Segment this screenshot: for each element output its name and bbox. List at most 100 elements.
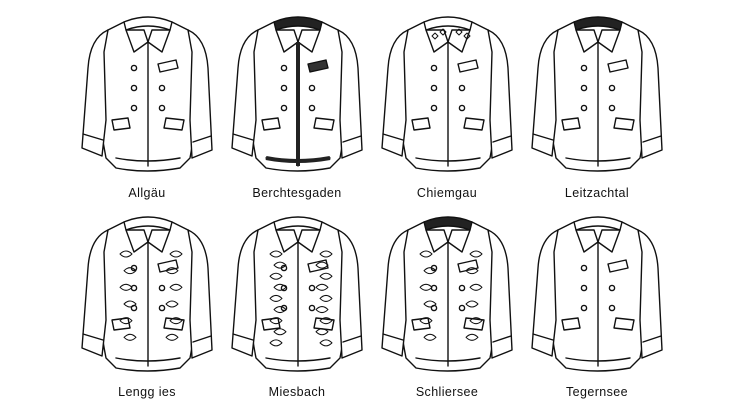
edelweiss-motif [439,28,447,36]
embroidery-motif [123,300,137,308]
left-cuff-seam [82,133,104,141]
button [430,104,438,112]
button [308,284,316,292]
embroidery-motif [423,333,437,341]
embroidery-motif [319,250,333,258]
button [608,284,616,292]
jacket-drawing-tegernsee [531,216,663,372]
button [458,84,466,92]
hem-line [565,157,631,162]
embroidery-motif [269,250,283,258]
left-sleeve [531,29,559,157]
left-cuff-seam [532,133,554,141]
button [130,84,138,92]
breast-pocket [607,259,629,273]
left-pocket [561,317,581,331]
embroidery-motif [269,272,283,280]
embroidery-motif [119,250,133,258]
left-cuff-seam [382,333,404,341]
jacket-drawing-lenggries [81,216,213,372]
button [458,304,466,312]
right-cuff-seam [342,135,362,143]
right-pocket [313,317,335,331]
right-cuff-seam [492,335,512,343]
breast-pocket [307,259,329,273]
left-pocket [261,117,281,131]
right-sleeve [187,229,213,359]
right-pocket [463,117,485,131]
embroidery-motif [423,267,437,275]
jacket-label-chiemgau: Chiemgau [416,186,478,200]
embroidery-motif [273,306,287,314]
embroidery-motif [315,328,329,336]
jacket-drawing-schliersee [381,216,513,372]
embroidery-motif [469,250,483,258]
embroidery-motif [165,267,179,275]
embroidery-motif [465,333,479,341]
breast-pocket [157,259,179,273]
button [580,104,588,112]
button [580,64,588,72]
button [430,284,438,292]
button [308,84,316,92]
embroidery-motif [469,283,483,291]
embroidery-motif [465,300,479,308]
jacket-label-schliersee: Schliersee [415,385,479,399]
right-pocket [313,117,335,131]
embroidery-motif [419,250,433,258]
breast-pocket [457,59,479,73]
right-pocket [613,117,635,131]
embroidery-motif [169,250,183,258]
embroidery-motif [119,317,133,325]
embroidery-motif [423,300,437,308]
jacket-chiemgau: Chiemgau [372,8,522,208]
button [158,304,166,312]
button [458,284,466,292]
right-sleeve [487,29,513,159]
embroidery-motif [315,306,329,314]
button [280,104,288,112]
button [280,64,288,72]
jacket-label-allgaeu: Allgäu [128,186,166,200]
left-sleeve [231,229,259,357]
embroidery-motif [165,333,179,341]
button [130,284,138,292]
jacket-miesbach: Miesbach [222,208,372,408]
left-pocket [411,117,431,131]
embroidery-motif [273,261,287,269]
button [430,64,438,72]
embroidery-motif [269,317,283,325]
button [458,104,466,112]
right-cuff-seam [642,135,662,143]
right-cuff-seam [642,335,662,343]
button [308,304,316,312]
button [580,84,588,92]
embroidery-motif [315,283,329,291]
left-cuff-seam [532,333,554,341]
jacket-berchtesgaden: Berchtesgaden [222,8,372,208]
left-sleeve [381,29,409,157]
embroidery-motif [165,300,179,308]
edelweiss-motif [463,32,471,40]
embroidery-motif [123,333,137,341]
button [158,284,166,292]
edelweiss-motif [455,28,463,36]
right-pocket [463,317,485,331]
right-pocket [163,117,185,131]
right-cuff-seam [192,335,212,343]
right-sleeve [487,229,513,359]
hem-line [415,357,481,362]
hem-line [265,357,331,362]
jacket-leitzachtal: Leitzachtal [522,8,672,208]
button [130,104,138,112]
right-cuff-seam [342,335,362,343]
button [580,284,588,292]
jacket-tegernsee: Tegernsee [522,208,672,408]
embroidery-motif [315,261,329,269]
jacket-drawing-miesbach [231,216,363,372]
embroidery-motif [469,317,483,325]
right-pocket [163,317,185,331]
right-pocket [613,317,635,331]
left-sleeve [81,29,109,157]
embroidery-motif [465,267,479,275]
